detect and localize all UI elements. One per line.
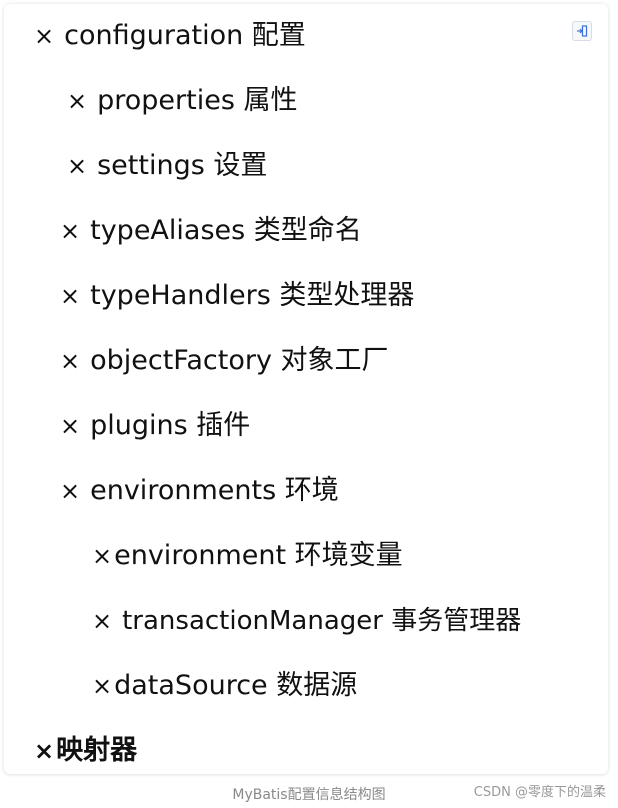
tree-item-data-source: × dataSource 数据源	[92, 668, 357, 704]
tree-item-label: configuration 配置	[64, 20, 306, 51]
tree-item-label: typeHandlers 类型处理器	[90, 280, 415, 311]
x-mark-icon: ×	[67, 87, 88, 115]
x-mark-icon: ×	[60, 477, 81, 505]
tree-item-environment: × environment 环境变量	[92, 538, 403, 574]
tree-item-transaction-manager: × transactionManager 事务管理器	[92, 603, 521, 639]
tree-item-label: objectFactory 对象工厂	[90, 345, 389, 376]
tree-item-type-aliases: × typeAliases 类型命名	[60, 213, 362, 249]
tree-item-label: dataSource 数据源	[114, 670, 358, 701]
tree-item-environments: × environments 环境	[60, 473, 339, 509]
tree-item-label: settings 设置	[97, 150, 268, 181]
tree-item-configuration: × configuration 配置	[34, 18, 306, 54]
tree-item-label: environments 环境	[90, 475, 339, 506]
tree-item-settings: × settings 设置	[67, 148, 267, 184]
x-mark-icon: ×	[60, 347, 81, 375]
expand-icon[interactable]	[572, 21, 592, 41]
figure-caption: MyBatis配置信息结构图	[232, 787, 386, 803]
tree-item-label: environment 环境变量	[114, 540, 403, 571]
tree-item-label: plugins 插件	[90, 410, 251, 441]
x-mark-icon: ×	[92, 542, 113, 570]
x-mark-icon: ×	[34, 22, 55, 50]
x-mark-icon: ×	[34, 737, 55, 765]
tree-item-label: 映射器	[56, 735, 138, 766]
tree-item-plugins: × plugins 插件	[60, 408, 250, 444]
x-mark-icon: ×	[92, 672, 113, 700]
x-mark-icon: ×	[60, 282, 81, 310]
x-mark-icon: ×	[67, 152, 88, 180]
diagram-card: × configuration 配置 × properties 属性 × set…	[4, 4, 608, 774]
tree-item-properties: × properties 属性	[67, 83, 297, 119]
tree-item-object-factory: × objectFactory 对象工厂	[60, 343, 389, 379]
expand-glyph	[577, 25, 588, 37]
csdn-watermark: CSDN @零度下的温柔	[473, 785, 606, 800]
tree-item-label: properties 属性	[97, 85, 298, 116]
tree-item-label: typeAliases 类型命名	[90, 215, 362, 246]
tree-item-type-handlers: × typeHandlers 类型处理器	[60, 278, 414, 314]
tree-item-label: transactionManager 事务管理器	[122, 606, 522, 636]
tree-item-mappers: × 映射器	[34, 733, 137, 769]
x-mark-icon: ×	[60, 412, 81, 440]
x-mark-icon: ×	[92, 607, 113, 635]
x-mark-icon: ×	[60, 217, 81, 245]
